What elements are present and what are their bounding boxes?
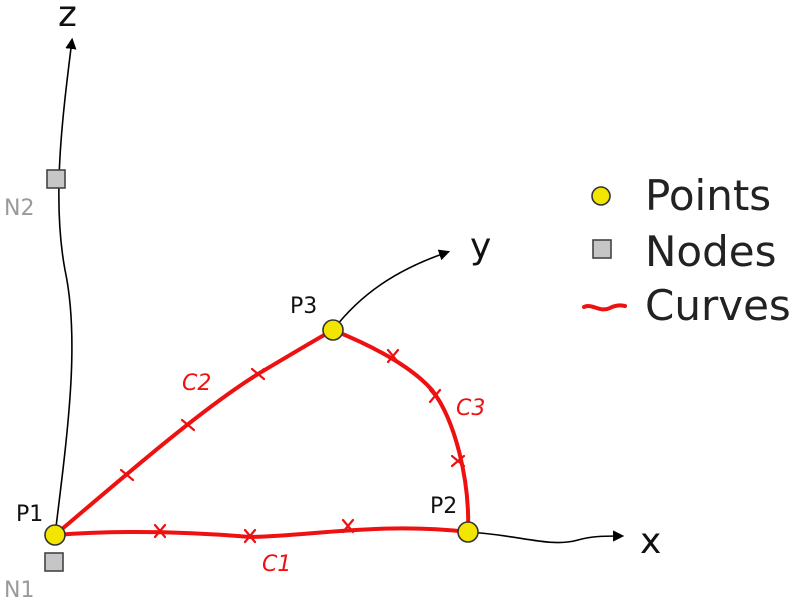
node-n1 bbox=[44, 552, 64, 572]
curve-c1 bbox=[53, 526, 470, 539]
y-axis-label: y bbox=[470, 226, 491, 267]
point-p2-label: P2 bbox=[430, 494, 457, 519]
curve-c2-tick bbox=[250, 367, 266, 381]
x-axis-label: x bbox=[640, 521, 661, 562]
curve-c3 bbox=[331, 328, 471, 534]
curve-c3-tick bbox=[386, 348, 400, 364]
node-n2-label: N2 bbox=[4, 196, 34, 221]
point-p3 bbox=[322, 319, 344, 341]
y-axis bbox=[332, 249, 451, 331]
curve-ticks bbox=[119, 348, 466, 544]
x-axis bbox=[467, 530, 625, 544]
legend-points-label: Points bbox=[645, 171, 771, 220]
curve-c2 bbox=[53, 328, 335, 537]
curve-c3-tick bbox=[428, 388, 442, 404]
legend-nodes-label: Nodes bbox=[645, 227, 777, 276]
legend-curves-icon bbox=[582, 303, 627, 312]
legend-curves-label: Curves bbox=[645, 281, 791, 330]
node-n1-label: N1 bbox=[4, 578, 34, 602]
point-p2 bbox=[457, 521, 479, 543]
point-p3-label: P3 bbox=[290, 294, 317, 319]
legend-nodes-icon bbox=[592, 239, 612, 259]
curve-c2-tick bbox=[180, 418, 196, 432]
point-p1 bbox=[44, 524, 66, 546]
curve-c1-label: C1 bbox=[262, 552, 291, 577]
node-n2 bbox=[46, 169, 66, 189]
curve-c1-tick bbox=[341, 518, 355, 534]
curve-c3-label: C3 bbox=[456, 396, 485, 421]
curve-c3-tick bbox=[450, 454, 466, 468]
curve-c1-tick bbox=[243, 528, 257, 544]
z-axis-label: z bbox=[58, 0, 77, 35]
curve-c2-label: C2 bbox=[182, 371, 211, 396]
curve-c1-tick bbox=[153, 523, 167, 539]
z-axis bbox=[54, 37, 77, 536]
legend: Points Nodes Curves bbox=[582, 171, 791, 330]
legend-points-icon bbox=[591, 186, 611, 206]
curve-c2-tick bbox=[119, 468, 135, 482]
point-p1-label: P1 bbox=[16, 502, 43, 527]
